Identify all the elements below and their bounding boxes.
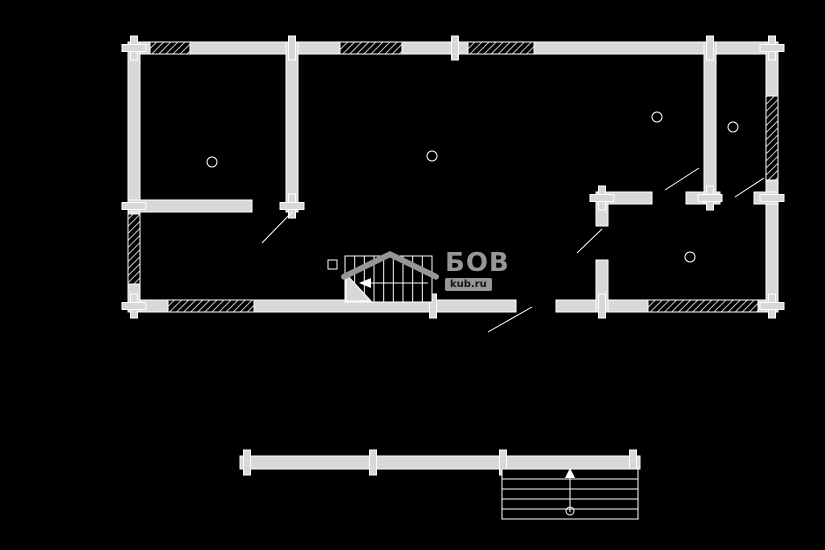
window-top-2 xyxy=(467,41,535,55)
fixture-marker xyxy=(684,251,696,263)
log-joint xyxy=(759,302,785,310)
wall-interior-h1 xyxy=(127,199,253,213)
window-bottom-left xyxy=(167,299,255,313)
door-leader-line xyxy=(664,167,700,191)
door-leader-line xyxy=(487,306,533,333)
log-joint xyxy=(706,35,714,61)
window-left xyxy=(127,213,141,285)
window-right xyxy=(765,95,779,181)
log-joint xyxy=(598,293,606,319)
log-joint xyxy=(451,35,459,61)
log-joint xyxy=(121,202,147,210)
window-bottom-right xyxy=(647,299,759,313)
porch-marker-circle xyxy=(565,506,575,516)
log-joint xyxy=(759,194,785,202)
door-leader-line xyxy=(576,228,603,254)
door-leader-line xyxy=(261,211,293,244)
log-joint xyxy=(429,293,437,319)
porch-direction-arrowhead xyxy=(565,468,575,478)
staircase-start-triangle xyxy=(345,272,373,302)
porch-beam xyxy=(239,455,641,470)
wall-interior-v3 xyxy=(703,41,717,205)
log-joint xyxy=(121,44,147,52)
log-joint xyxy=(589,194,615,202)
fixture-marker xyxy=(426,150,438,162)
log-joint xyxy=(279,202,305,210)
log-joint xyxy=(697,194,723,202)
fixture-marker xyxy=(206,156,218,168)
window-top-small xyxy=(149,41,191,55)
porch-beam-joint xyxy=(243,449,251,476)
staircase-direction-arrowhead xyxy=(359,278,371,288)
fixture-marker xyxy=(651,111,663,123)
wall-interior-v1 xyxy=(285,41,299,213)
log-joint xyxy=(121,302,147,310)
porch-beam-joint xyxy=(369,449,377,476)
window-top-1 xyxy=(339,41,403,55)
log-joint xyxy=(288,35,296,61)
door-leader-line xyxy=(734,177,765,198)
log-joint xyxy=(759,44,785,52)
fixture-marker xyxy=(727,121,739,133)
stove-marker xyxy=(327,259,338,270)
